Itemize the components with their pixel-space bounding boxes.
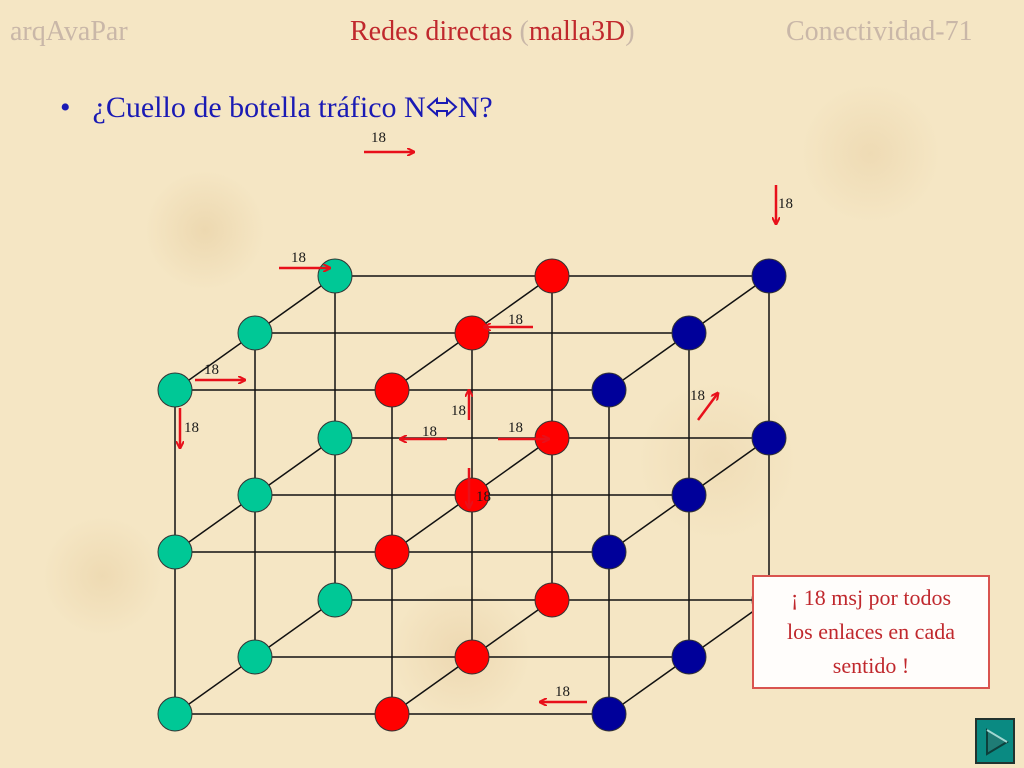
node-blue: [591, 534, 627, 570]
node-red: [454, 315, 490, 351]
title-paren-close: ): [625, 16, 635, 47]
note-line: ¡ 18 msj por todos: [790, 585, 952, 610]
node-blue: [671, 477, 707, 513]
link-label: 18: [778, 196, 793, 212]
next-arrow-icon: [986, 728, 1009, 756]
header-right: Conectividad-71: [786, 16, 973, 47]
node-blue: [671, 315, 707, 351]
title-paren-text: malla3D: [528, 16, 626, 47]
note-line: sentido !: [832, 653, 910, 678]
node-green: [157, 534, 193, 570]
node-green: [317, 258, 353, 294]
link-label: 18: [291, 250, 306, 266]
header-left: arqAvaPar: [10, 16, 128, 47]
node-green: [157, 696, 193, 732]
link-label: 18: [555, 684, 570, 700]
link-labels: 18 18 18 18 18 18 18 18 18 18 18 18: [184, 130, 793, 700]
title-paren-open: (: [519, 16, 529, 47]
node-red: [534, 258, 570, 294]
node-green: [157, 372, 193, 408]
title-main: Redes directas: [350, 16, 520, 47]
node-red: [374, 372, 410, 408]
double-arrow-icon: [426, 96, 458, 118]
node-red: [454, 477, 490, 513]
bullet-text-before: ¿Cuello de botella tráfico N: [92, 91, 426, 124]
link-label: 18: [476, 489, 491, 505]
link-label: 18: [371, 130, 386, 146]
link-label: 18: [184, 420, 199, 436]
node-green: [317, 582, 353, 618]
node-green: [317, 420, 353, 456]
node-blue: [751, 420, 787, 456]
link-label: 18: [422, 424, 437, 440]
node-green: [237, 315, 273, 351]
node-green: [237, 639, 273, 675]
traffic-arrow: [696, 393, 718, 421]
slide-title: Redes directas (malla3D): [350, 14, 635, 50]
mesh-nodes: [157, 258, 787, 732]
node-blue: [671, 639, 707, 675]
bullet-item: • ¿Cuello de botella tráfico N N?: [60, 88, 493, 128]
node-red: [454, 639, 490, 675]
node-red: [534, 582, 570, 618]
node-blue: [591, 372, 627, 408]
note-line: los enlaces en cada: [787, 619, 955, 644]
link-label: 18: [690, 388, 705, 404]
bullet-mark: •: [60, 91, 71, 124]
node-green: [237, 477, 273, 513]
note-box: ¡ 18 msj por todos los enlaces en cada s…: [752, 575, 990, 689]
link-label: 18: [451, 403, 466, 419]
link-label: 18: [508, 312, 523, 328]
node-blue: [751, 258, 787, 294]
bullet-text-after: N?: [457, 91, 493, 124]
node-red: [374, 534, 410, 570]
link-label: 18: [508, 420, 523, 436]
node-blue: [591, 696, 627, 732]
traffic-arrows: [180, 152, 776, 702]
next-slide-button[interactable]: [975, 718, 1015, 764]
link-label: 18: [204, 362, 219, 378]
node-red: [374, 696, 410, 732]
